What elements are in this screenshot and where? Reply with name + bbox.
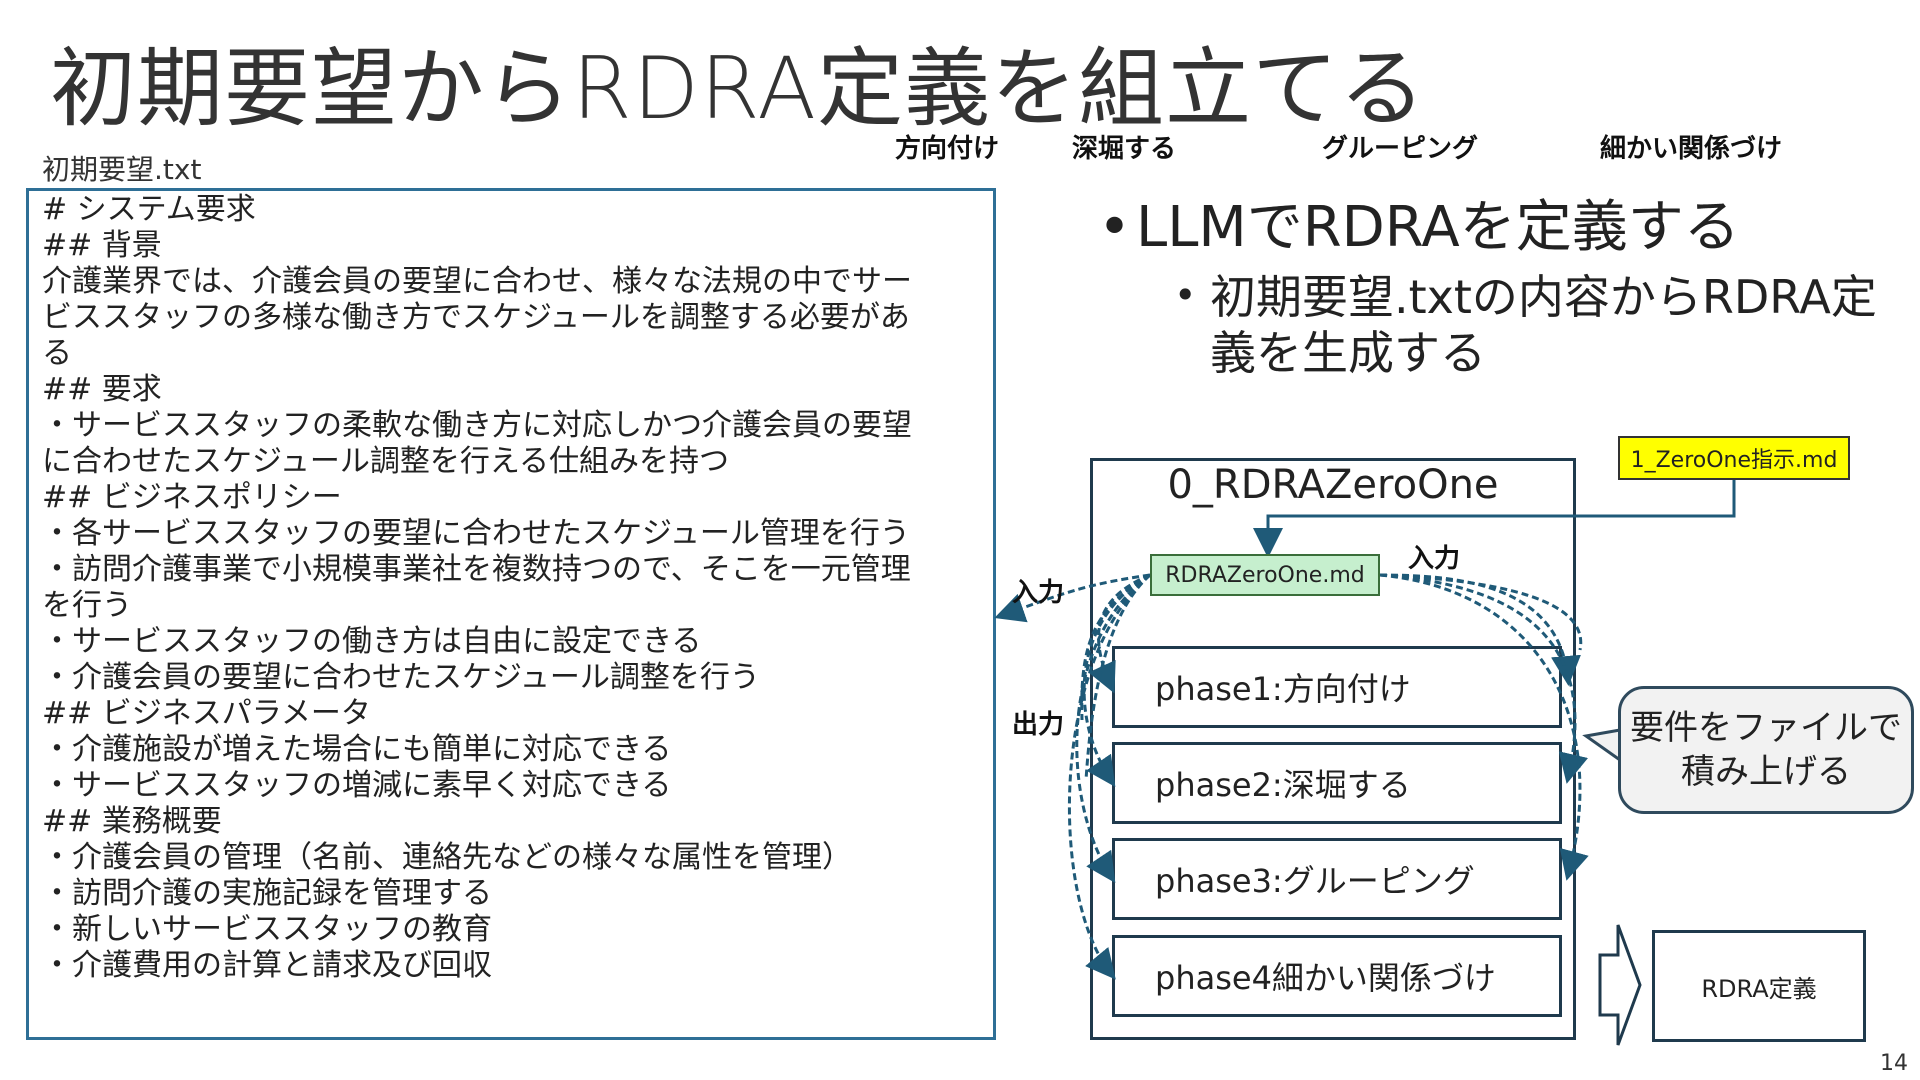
requirement-line: # システム要求 [42,192,256,227]
requirement-line: を行う [42,588,132,623]
requirement-line: ## ビジネスポリシー [42,480,342,515]
requirement-line: 介護業界では、介護会員の要望に合わせ、様々な法規の中でサー [42,264,912,299]
container-title: 0_RDRAZeroOne [1167,462,1499,508]
bullet-main: LLMでRDRAを定義する [1098,195,1898,261]
slide-title: 初期要望からRDRA定義を組立てる [50,39,1427,139]
requirement-line: ## 背景 [42,228,162,263]
page-number: 14 [1880,1051,1908,1076]
output-label: 出力 [1012,710,1065,740]
requirement-line: ・介護会員の要望に合わせたスケジュール調整を行う [42,660,760,695]
rdrazeroone-md-file: RDRAZeroOne.md [1150,554,1380,596]
requirement-line: ## 業務概要 [42,804,222,839]
requirement-line: ・各サービススタッフの要望に合わせたスケジュール管理を行う [42,516,910,551]
requirement-line: ・介護費用の計算と請求及び回収 [42,948,492,983]
requirement-line: ## ビジネスパラメータ [42,696,371,731]
phase-tag-2: 深堀する [1072,134,1177,164]
phase4-box: phase4細かい関係づけ [1112,935,1562,1017]
requirement-line: ビススタッフの多様な働き方でスケジュールを調整する必要があ [42,300,910,335]
input-label-left: 入力 [1012,578,1065,608]
requirements-text: # システム要求## 背景介護業界では、介護会員の要望に合わせ、様々な法規の中で… [42,192,982,984]
requirement-line: ・訪問介護の実施記録を管理する [42,876,492,911]
callout-text: 要件をファイルで積み上げる [1630,708,1902,792]
phase2-box: phase2:深堀する [1112,742,1562,824]
bullet-list: LLMでRDRAを定義する 初期要望.txtの内容からRDRA定義を生成する [1098,195,1898,381]
rdra-definition-box: RDRA定義 [1652,930,1866,1042]
phase1-box: phase1:方向付け [1112,646,1562,728]
instruction-md-file: 1_ZeroOne指示.md [1618,436,1850,480]
callout-box: 要件をファイルで積み上げる [1618,686,1914,814]
phase-tag-3: グルーピング [1322,134,1479,164]
requirement-line: ・サービススタッフの働き方は自由に設定できる [42,624,702,659]
requirement-line: ・訪問介護事業で小規模事業社を複数持つので、そこを一元管理 [42,552,911,587]
phase-tag-1: 方向付け [895,134,1000,164]
file-label: 初期要望.txt [42,153,202,186]
requirement-line: ・介護施設が増えた場合にも簡単に対応できる [42,732,672,767]
phase3-box: phase3:グルーピング [1112,838,1562,920]
requirement-line: ・サービススタッフの増減に素早く対応できる [42,768,672,803]
input-label-top: 入力 [1408,544,1461,574]
phase-tag-4: 細かい関係づけ [1600,134,1783,164]
requirement-line: ## 要求 [42,372,162,407]
bullet-sub: 初期要望.txtの内容からRDRA定義を生成する [1174,267,1898,381]
requirement-line: ・介護会員の管理（名前、連絡先などの様々な属性を管理） [42,840,852,875]
requirement-line: る [42,336,72,371]
requirement-line: に合わせたスケジュール調整を行える仕組みを持つ [42,444,729,479]
requirement-line: ・新しいサービススタッフの教育 [42,912,492,947]
requirement-line: ・サービススタッフの柔軟な働き方に対応しかつ介護会員の要望 [42,408,912,443]
